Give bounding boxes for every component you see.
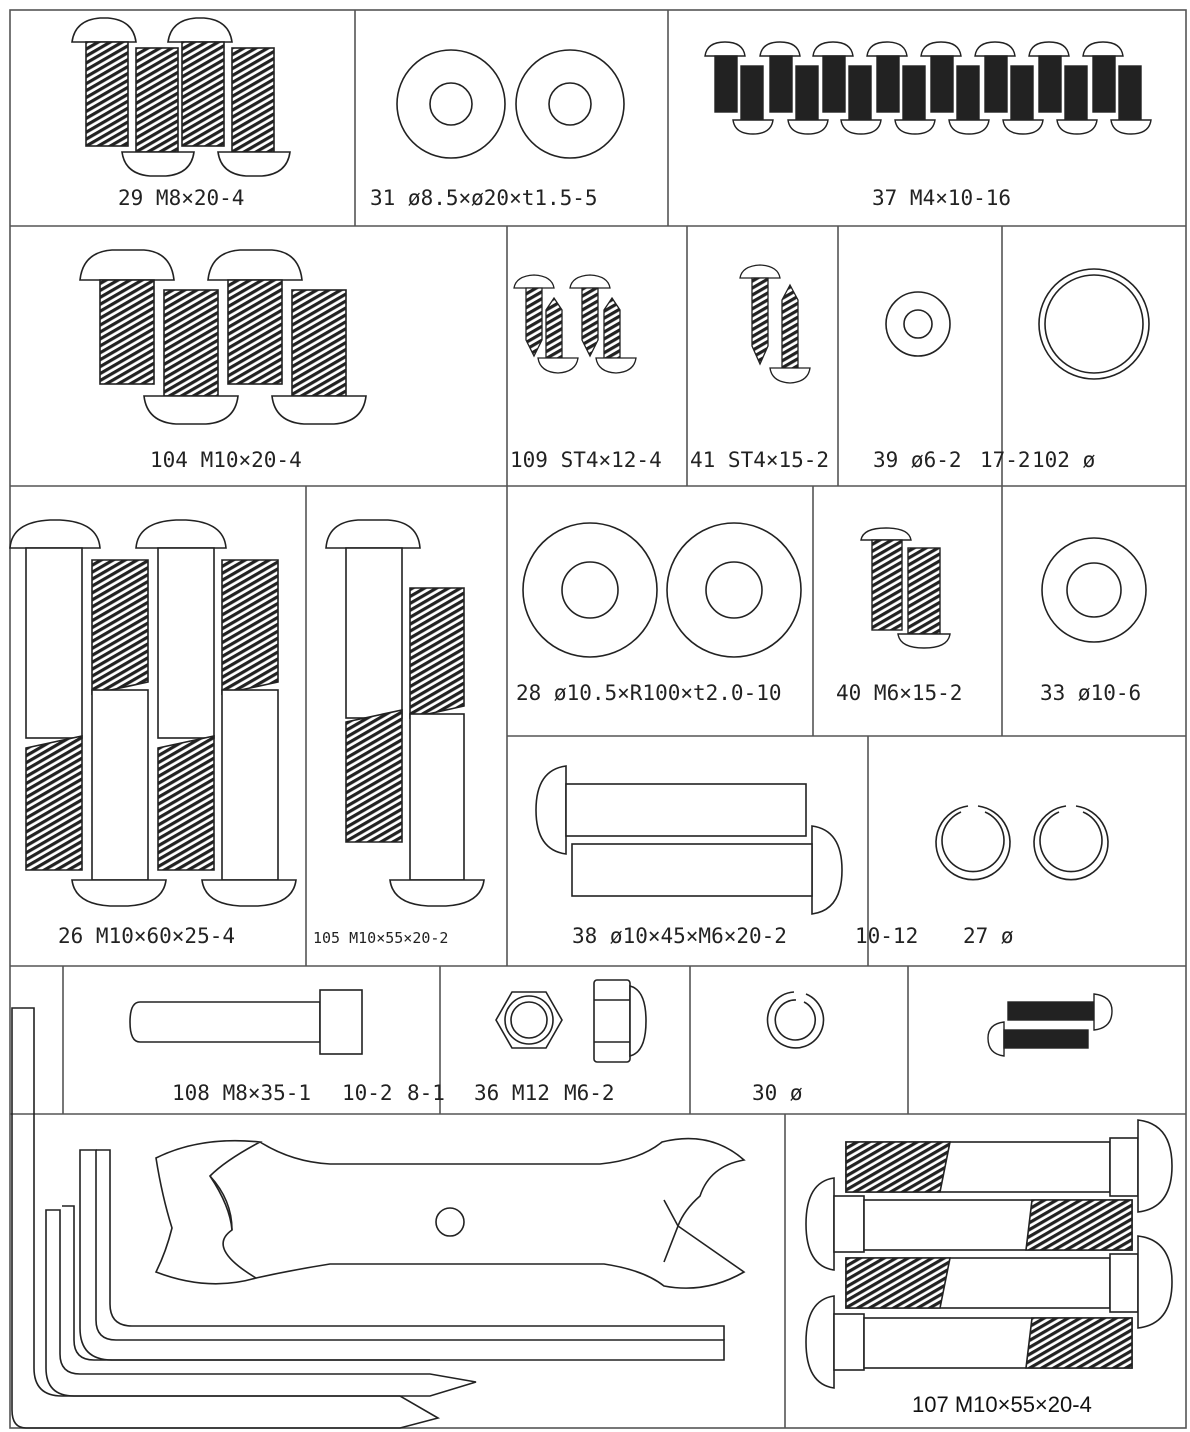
screw-head: [732, 119, 774, 135]
screw-shank: [876, 55, 900, 113]
screw-head: [812, 41, 854, 57]
screw-shank: [956, 65, 980, 121]
part-38-pins: [535, 765, 843, 915]
part-105-long-bolts: [325, 519, 485, 907]
label-part-10-2: 10-2: [342, 1081, 393, 1105]
screw-head: [974, 41, 1016, 57]
part-28-washers: [522, 522, 802, 658]
label-part-104: 104 M10×20-4: [150, 448, 302, 472]
label-part-29: 29 M8×20-4: [118, 186, 244, 210]
label-part-38: 38 ø10×45×M6×20-2: [572, 924, 787, 948]
screw-head: [840, 119, 882, 135]
part-108-socket-bolt: [129, 989, 363, 1055]
label-part-26: 26 M10×60×25-4: [58, 924, 235, 948]
part-hex-keys: [11, 1007, 725, 1429]
part-102-ring: [1038, 268, 1150, 380]
part-41-tapping-screws: [739, 264, 811, 384]
label-part-10-12: 10-12: [855, 924, 918, 948]
part-104-button-head-bolts: [79, 249, 367, 425]
label-part-108: 108 M8×35-1: [172, 1081, 311, 1105]
label-part-37: 37 M4×10-16: [872, 186, 1011, 210]
screw-shank: [822, 55, 846, 113]
screw-head: [948, 119, 990, 135]
grid-lines: [9, 9, 1187, 1429]
label-part-8-1: 8-1: [407, 1081, 445, 1105]
screw-head: [1056, 119, 1098, 135]
label-part-17: 17-2: [980, 448, 1031, 472]
label-part-107: 107 M10×55×20-4: [912, 1392, 1092, 1417]
label-part-36-b: M6-2: [564, 1081, 615, 1105]
label-part-31: 31 ø8.5×ø20×t1.5-5: [370, 186, 598, 210]
screw-head: [894, 119, 936, 135]
part-small-bolts: [987, 993, 1113, 1057]
screw-shank: [1038, 55, 1062, 113]
screw-shank: [902, 65, 926, 121]
label-part-33: 33 ø10-6: [1040, 681, 1141, 705]
screw-shank: [740, 65, 764, 121]
part-29-button-head-bolts: [71, 17, 291, 177]
label-part-105: 105 M10×55×20-2: [313, 929, 448, 947]
label-part-36: 36 M12: [474, 1081, 550, 1105]
label-part-39: 39 ø6-2: [873, 448, 962, 472]
screw-shank: [1010, 65, 1034, 121]
screw-head: [866, 41, 908, 57]
part-107-long-bolts: [805, 1119, 1173, 1389]
part-27-snap-rings: [935, 805, 1109, 881]
screw-shank: [930, 55, 954, 113]
screw-head: [920, 41, 962, 57]
label-part-27: 27 ø: [963, 924, 1014, 948]
part-open-end-wrench: [154, 1137, 746, 1289]
screw-shank: [1064, 65, 1088, 121]
part-39-washer: [885, 291, 951, 357]
part-37-small-screws: [704, 41, 1152, 135]
screw-head: [1110, 119, 1152, 135]
screw-shank: [1092, 55, 1116, 113]
screw-head: [759, 41, 801, 57]
screw-shank: [984, 55, 1008, 113]
screw-shank: [714, 55, 738, 113]
part-30-spring-washer: [766, 991, 825, 1049]
label-part-109: 109 ST4×12-4: [510, 448, 662, 472]
part-109-tapping-screws: [513, 274, 637, 374]
screw-shank: [1118, 65, 1142, 121]
label-part-28: 28 ø10.5×R100×t2.0-10: [516, 681, 782, 705]
screw-head: [1002, 119, 1044, 135]
screw-shank: [848, 65, 872, 121]
label-part-40: 40 M6×15-2: [836, 681, 962, 705]
label-part-102: 102 ø: [1032, 448, 1096, 472]
screw-head: [1082, 41, 1124, 57]
part-31-washers: [396, 49, 625, 159]
part-36-nuts: [495, 979, 647, 1063]
label-part-41: 41 ST4×15-2: [690, 448, 829, 472]
screw-head: [704, 41, 746, 57]
label-part-30: 30 ø: [752, 1081, 803, 1105]
part-26-long-bolts: [9, 519, 297, 907]
part-40-bolts: [860, 527, 951, 649]
screw-head: [787, 119, 829, 135]
screw-shank: [795, 65, 819, 121]
part-33-washer: [1041, 537, 1147, 643]
screw-head: [1028, 41, 1070, 57]
screw-shank: [769, 55, 793, 113]
